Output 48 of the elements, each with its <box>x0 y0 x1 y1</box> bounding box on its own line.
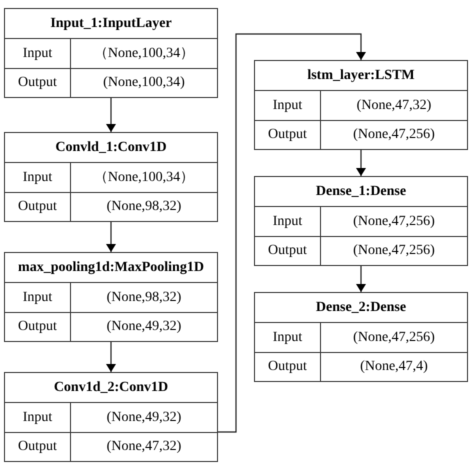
layer-name: Conv1d_2:Conv1D <box>54 379 168 397</box>
layer-table <box>4 372 218 462</box>
shape-value: (None,47,32) <box>356 96 432 115</box>
row-label: Output <box>268 358 307 376</box>
row-label: Input <box>272 96 302 115</box>
layer-name: Convld_1:Conv1D <box>55 139 167 157</box>
layer-name: Input_1:InputLayer <box>50 15 172 33</box>
layer-table <box>254 176 468 266</box>
layer-table <box>254 60 468 150</box>
arrow <box>356 150 366 176</box>
layer-table <box>254 292 468 382</box>
shape-value: (None,98,32) <box>106 198 182 216</box>
arrow <box>106 342 116 372</box>
arrow <box>106 98 116 132</box>
row-label: Output <box>18 318 57 336</box>
arrow <box>106 222 116 252</box>
shape-value: (None,47,256) <box>353 212 435 231</box>
shape-value: (None,47,32) <box>106 438 182 456</box>
shape-value: (None,49,32) <box>106 318 182 336</box>
shape-value: (None,47,256) <box>353 242 435 260</box>
row-label: Input <box>272 328 302 347</box>
shape-value: (None,47,256) <box>353 328 435 347</box>
layer-table <box>4 252 218 342</box>
row-label: Output <box>268 242 307 260</box>
row-label: Output <box>18 198 57 216</box>
row-label: Input <box>22 408 52 427</box>
layer-name: lstm_layer:LSTM <box>307 67 415 85</box>
shape-value: (None,47,256) <box>353 126 435 144</box>
arrow <box>356 266 366 292</box>
shape-value: (None,100,34) <box>103 74 185 92</box>
row-label: Output <box>268 126 307 144</box>
shape-value: (None,49,32) <box>106 408 182 427</box>
layer-name: Dense_2:Dense <box>316 299 406 317</box>
row-label: Output <box>18 438 57 456</box>
shape-value: (None,47,4) <box>360 358 428 376</box>
arrow <box>218 33 366 433</box>
shape-value: (None,98,32) <box>106 288 182 307</box>
layer-table <box>4 8 218 98</box>
row-label: Output <box>18 74 57 92</box>
row-label: Input <box>22 288 52 307</box>
layer-table <box>4 132 218 222</box>
shape-value: （None,100,34） <box>94 168 194 187</box>
layer-name: Dense_1:Dense <box>316 183 406 201</box>
row-label: Input <box>272 212 302 231</box>
row-label: Input <box>22 168 52 187</box>
shape-value: （None,100,34） <box>94 44 194 63</box>
row-label: Input <box>22 44 52 63</box>
layer-name: max_pooling1d:MaxPooling1D <box>18 259 204 277</box>
